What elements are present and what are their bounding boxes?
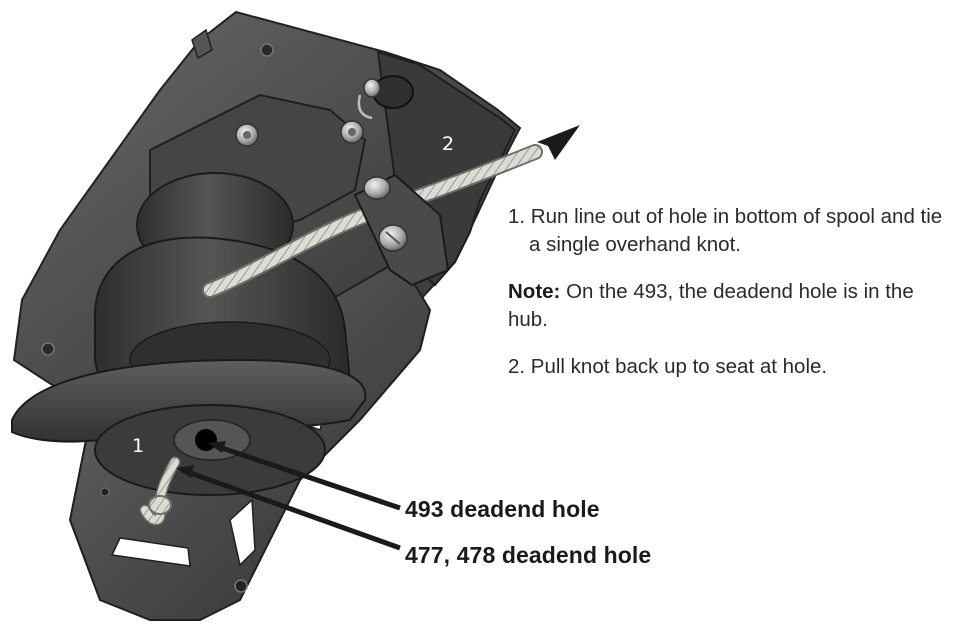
- pull-direction-arrow: [537, 125, 580, 160]
- spool-flange: [11, 358, 367, 496]
- step1-marker: 1: [132, 435, 144, 457]
- rope-clamp: [353, 173, 450, 287]
- step2-marker: 2: [442, 133, 454, 155]
- instructions-panel: 1. Run line out of hole in bottom of spo…: [508, 203, 953, 381]
- instruction-step-1: 1. Run line out of hole in bottom of spo…: [508, 205, 943, 256]
- callout-leaders: [176, 441, 401, 551]
- leader-477-478: [181, 467, 401, 551]
- note-text: On the 493, the deadend hole is in the h…: [508, 280, 914, 331]
- callout-477-478-deadend-hole: 477, 478 deadend hole: [405, 542, 652, 568]
- leader-477-478-arrowhead: [176, 465, 194, 478]
- note-label: Note:: [508, 280, 561, 303]
- leader-493: [212, 442, 401, 511]
- instruction-note: Note: On the 493, the deadend hole is in…: [508, 278, 953, 334]
- leader-493-arrowhead: [208, 441, 226, 453]
- instruction-step-2: 2. Pull knot back up to seat at hole.: [508, 355, 828, 378]
- callout-493-deadend-hole: 493 deadend hole: [405, 496, 600, 522]
